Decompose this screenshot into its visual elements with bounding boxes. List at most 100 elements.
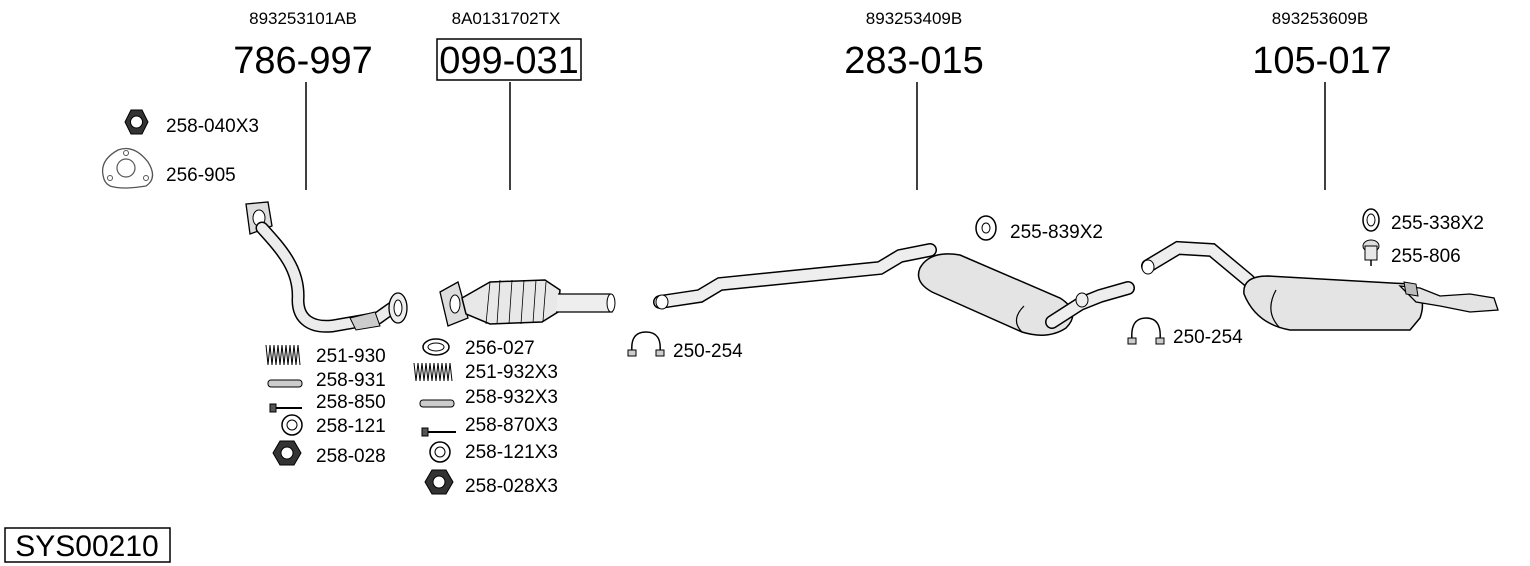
part-label: 250-254 — [1173, 327, 1243, 348]
oem-number: 8A0131702TX — [452, 9, 561, 28]
silencer-end-cap — [1270, 289, 1281, 329]
pipe-outline — [255, 221, 399, 333]
catalyst-outlet-end — [606, 293, 616, 313]
bolt-head — [269, 403, 277, 413]
part-258-121[interactable]: 258-121 — [281, 414, 386, 437]
hex-nut-hole — [130, 115, 143, 129]
gasket-bolt-hole — [123, 150, 129, 156]
part-256-905[interactable]: 256-905 — [101, 147, 236, 189]
sleeve-icon — [267, 379, 303, 388]
pipe-inlet-end — [1141, 259, 1155, 275]
system-code-box: SYS00210 — [4, 527, 171, 563]
hex-nut-hole — [280, 446, 294, 460]
silencer-bracket — [1403, 281, 1419, 297]
silencer-end-cap — [1015, 305, 1025, 333]
part-label: 251-930 — [316, 346, 386, 367]
gasket-bolt-hole — [143, 175, 149, 181]
oem-number: 893253101AB — [249, 9, 357, 28]
part-258-932x3[interactable]: 258-932X3 — [419, 387, 558, 408]
part-label: 250-254 — [673, 341, 743, 362]
group-catalyst-header[interactable]: 8A0131702TX 099-031 — [436, 9, 582, 190]
washer-hole — [286, 419, 298, 431]
part-label: 258-028 — [316, 446, 386, 467]
oem-number: 893253609B — [1272, 9, 1368, 28]
part-label: 251-932X3 — [465, 362, 558, 383]
rubber-mount-hole — [981, 222, 991, 234]
part-258-040x3[interactable]: 258-040X3 — [124, 109, 259, 137]
part-258-028[interactable]: 258-028 — [272, 440, 386, 467]
part-label: 256-905 — [166, 165, 236, 186]
spring-icon — [413, 362, 453, 382]
catalyst-drawing[interactable] — [439, 279, 616, 327]
gasket-bolt-hole — [107, 175, 113, 181]
hanger-body — [1364, 245, 1378, 261]
part-number: 105-017 — [1252, 40, 1391, 82]
pipe-inlet-end — [655, 294, 669, 310]
system-code-frame — [4, 527, 171, 563]
part-label: 255-839X2 — [1010, 222, 1103, 243]
part-number: 283-015 — [844, 40, 983, 82]
silencer-body — [917, 253, 1074, 336]
part-255-338x2[interactable]: 255-338X2 — [1362, 208, 1484, 234]
part-258-028x3[interactable]: 258-028X3 — [424, 469, 558, 497]
clamp-foot — [1127, 337, 1137, 345]
washer-hole — [434, 446, 446, 458]
clamp-foot — [627, 349, 637, 357]
pipe-body — [257, 223, 397, 332]
pipe-outlet-hole — [393, 299, 403, 317]
part-255-806[interactable]: 255-806 — [1362, 239, 1461, 267]
clamp-icon — [1131, 317, 1161, 341]
rubber-ring-hole — [1366, 213, 1376, 227]
clamp-foot — [1155, 337, 1165, 345]
part-258-121x3[interactable]: 258-121X3 — [429, 441, 558, 463]
part-label: 258-850 — [316, 392, 386, 413]
part-label: 258-121 — [316, 416, 386, 437]
front-pipe-drawing[interactable] — [245, 201, 408, 333]
part-258-850[interactable]: 258-850 — [269, 392, 386, 413]
pipe-joint — [1075, 292, 1089, 308]
group-rear-silencer-header[interactable]: 893253609B 105-017 — [1252, 9, 1392, 190]
oem-number: 893253409B — [866, 9, 962, 28]
part-258-870x3[interactable]: 258-870X3 — [421, 415, 558, 437]
system-code: SYS00210 — [15, 530, 158, 563]
group-front-pipe-header[interactable]: 893253101AB 786-997 — [233, 9, 373, 190]
part-label: 258-932X3 — [465, 387, 558, 408]
part-label: 255-338X2 — [1391, 213, 1484, 234]
group-middle-silencer-header[interactable]: 893253409B 283-015 — [844, 9, 984, 190]
part-251-932x3[interactable]: 251-932X3 — [413, 362, 558, 383]
catalyst-ribs — [485, 279, 547, 325]
tailpipe — [1398, 285, 1499, 313]
catalyst-inlet-hole — [449, 294, 461, 314]
part-label: 258-121X3 — [465, 442, 558, 463]
part-label: 256-027 — [465, 338, 535, 359]
clamp-icon — [631, 331, 661, 353]
part-label: 258-040X3 — [166, 116, 259, 137]
part-255-839x2[interactable]: 255-839X2 — [975, 215, 1103, 243]
bolt-head — [421, 427, 429, 437]
ring-gasket-hole — [427, 342, 445, 352]
rear-silencer-drawing[interactable] — [1141, 240, 1499, 331]
middle-silencer-drawing[interactable] — [653, 243, 1135, 336]
catalyst-outlet-pipe — [556, 293, 613, 313]
pipe-bracket — [349, 311, 381, 331]
gasket-hole — [116, 158, 136, 178]
part-250-254-a[interactable]: 250-254 — [627, 331, 743, 362]
part-258-931[interactable]: 258-931 — [267, 370, 386, 391]
part-number: 786-997 — [233, 40, 372, 82]
highlight-box — [436, 38, 582, 81]
hex-nut-hole — [432, 475, 446, 489]
part-label: 255-806 — [1391, 246, 1461, 267]
part-label: 258-028X3 — [465, 476, 558, 497]
pipe-body — [654, 244, 936, 308]
part-250-254-b[interactable]: 250-254 — [1127, 317, 1243, 348]
part-number: 099-031 — [439, 40, 578, 82]
pipe-body — [1046, 282, 1134, 328]
spring-icon — [265, 344, 301, 366]
part-label: 258-870X3 — [465, 415, 558, 436]
part-label: 258-931 — [316, 370, 386, 391]
sleeve-icon — [419, 399, 455, 408]
part-256-027[interactable]: 256-027 — [422, 338, 535, 359]
clamp-foot — [655, 349, 665, 357]
part-251-930[interactable]: 251-930 — [265, 344, 386, 367]
